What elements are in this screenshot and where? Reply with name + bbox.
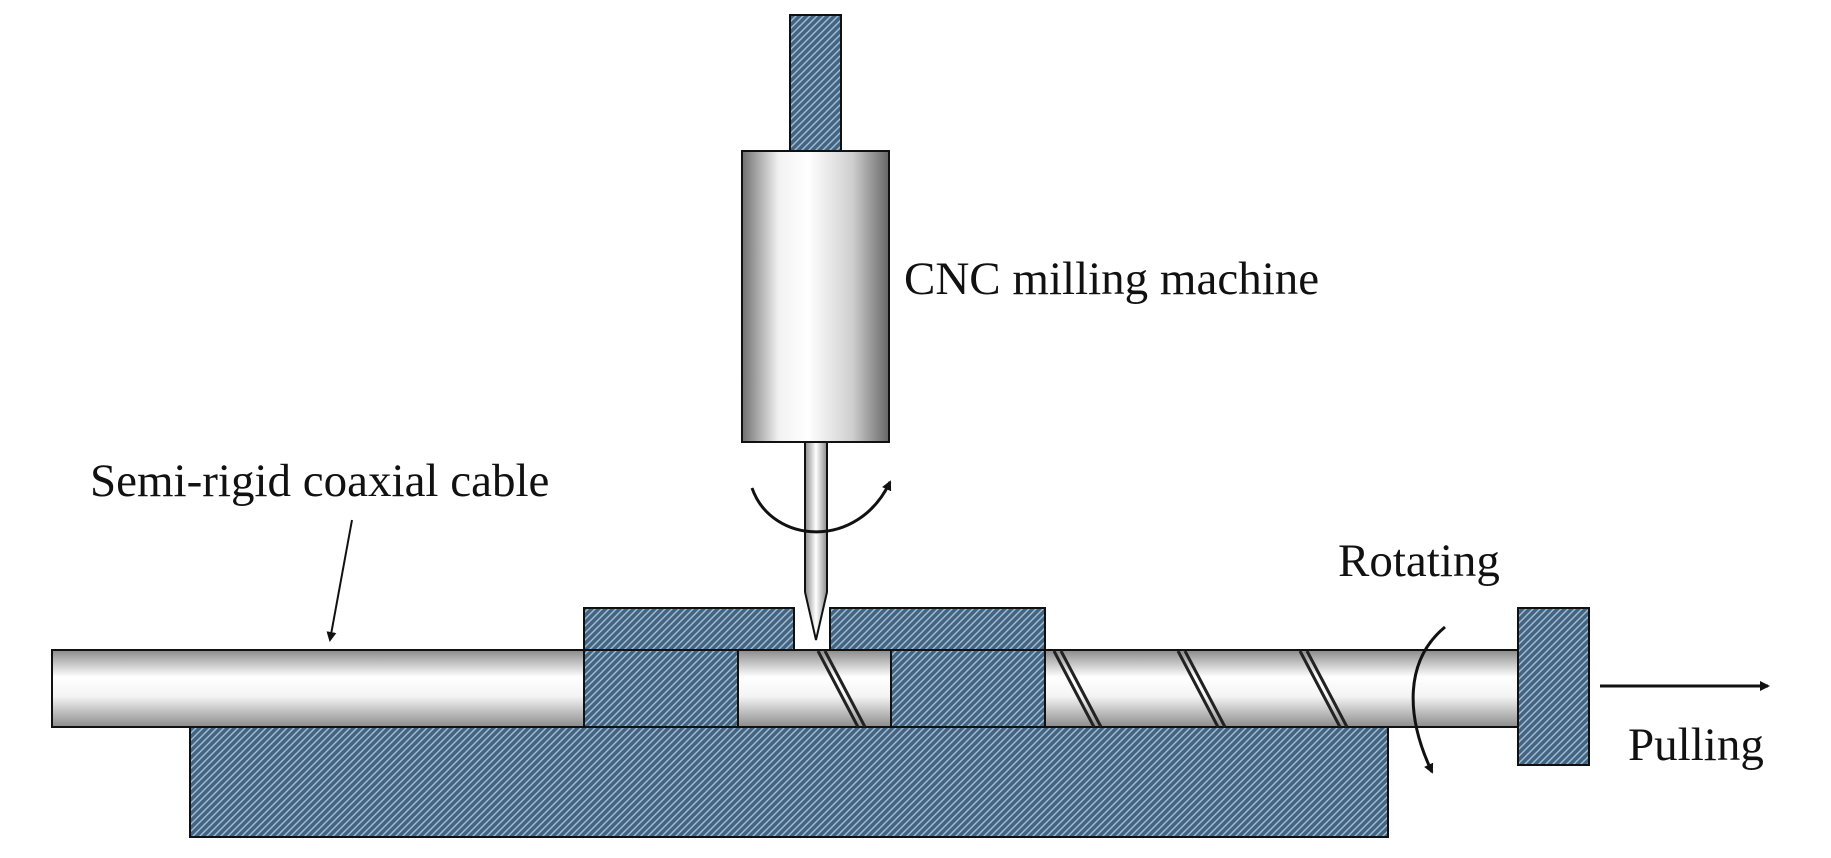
coaxial-cable (51, 649, 1523, 728)
cnc-machine-label: CNC milling machine (904, 253, 1320, 305)
pulling-label: Pulling (1628, 719, 1764, 771)
base-plate (189, 726, 1389, 838)
tool-rotation-arrow (750, 480, 892, 534)
cnc-spindle (741, 14, 890, 641)
cable-pointer-arrow (326, 519, 353, 642)
cable-rotating-arrow (1411, 625, 1446, 774)
helical-slots (816, 650, 1349, 728)
cable-clamp (583, 607, 1046, 728)
coaxial-cable-label: Semi-rigid coaxial cable (90, 455, 550, 507)
rotating-label: Rotating (1338, 535, 1500, 587)
pulling-block (1517, 607, 1590, 766)
